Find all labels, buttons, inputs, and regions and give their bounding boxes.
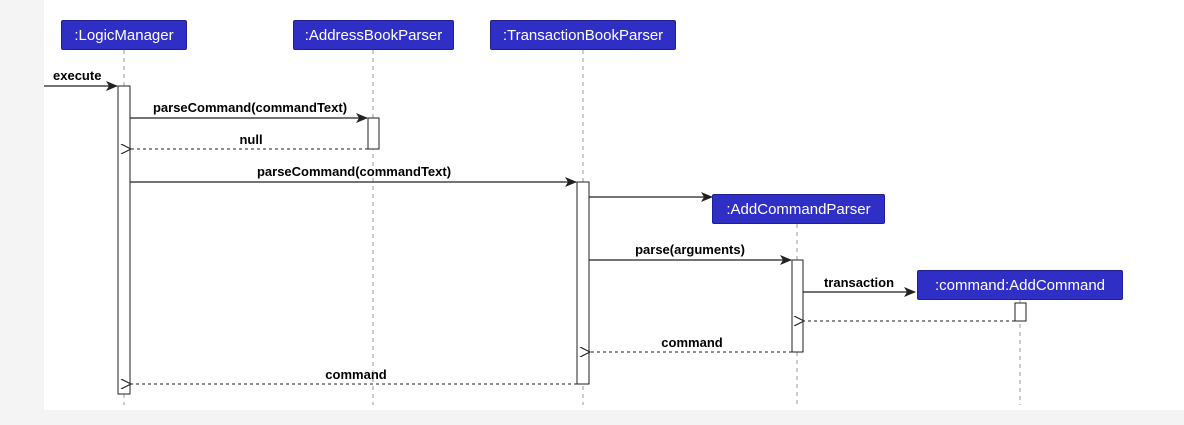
participant-add-command-parser: :AddCommandParser: [712, 194, 885, 224]
participant-address-book-parser: :AddressBookParser: [293, 20, 454, 50]
participant-add-command: :command:AddCommand: [917, 270, 1123, 300]
label-execute: execute: [53, 68, 102, 83]
label-return-command-2: command: [325, 367, 387, 382]
participant-transaction-book-parser: :TransactionBookParser: [490, 20, 676, 50]
label-return-command-1: command: [661, 335, 723, 350]
label-transaction: transaction: [823, 275, 895, 290]
activation-transaction-book-parser: [576, 181, 590, 385]
activation-add-command: [1014, 302, 1027, 322]
activation-logic-manager: [117, 85, 131, 395]
label-parse-command-1: parseCommand(commandText): [152, 100, 348, 115]
activation-address-book-parser: [367, 117, 380, 150]
label-return-null: null: [239, 132, 263, 147]
diagram-background: [44, 0, 1184, 410]
participant-logic-manager: :LogicManager: [61, 20, 187, 50]
activation-add-command-parser: [791, 259, 804, 353]
label-parse-command-2: parseCommand(commandText): [256, 164, 452, 179]
label-parse-arguments: parse(arguments): [635, 242, 745, 257]
